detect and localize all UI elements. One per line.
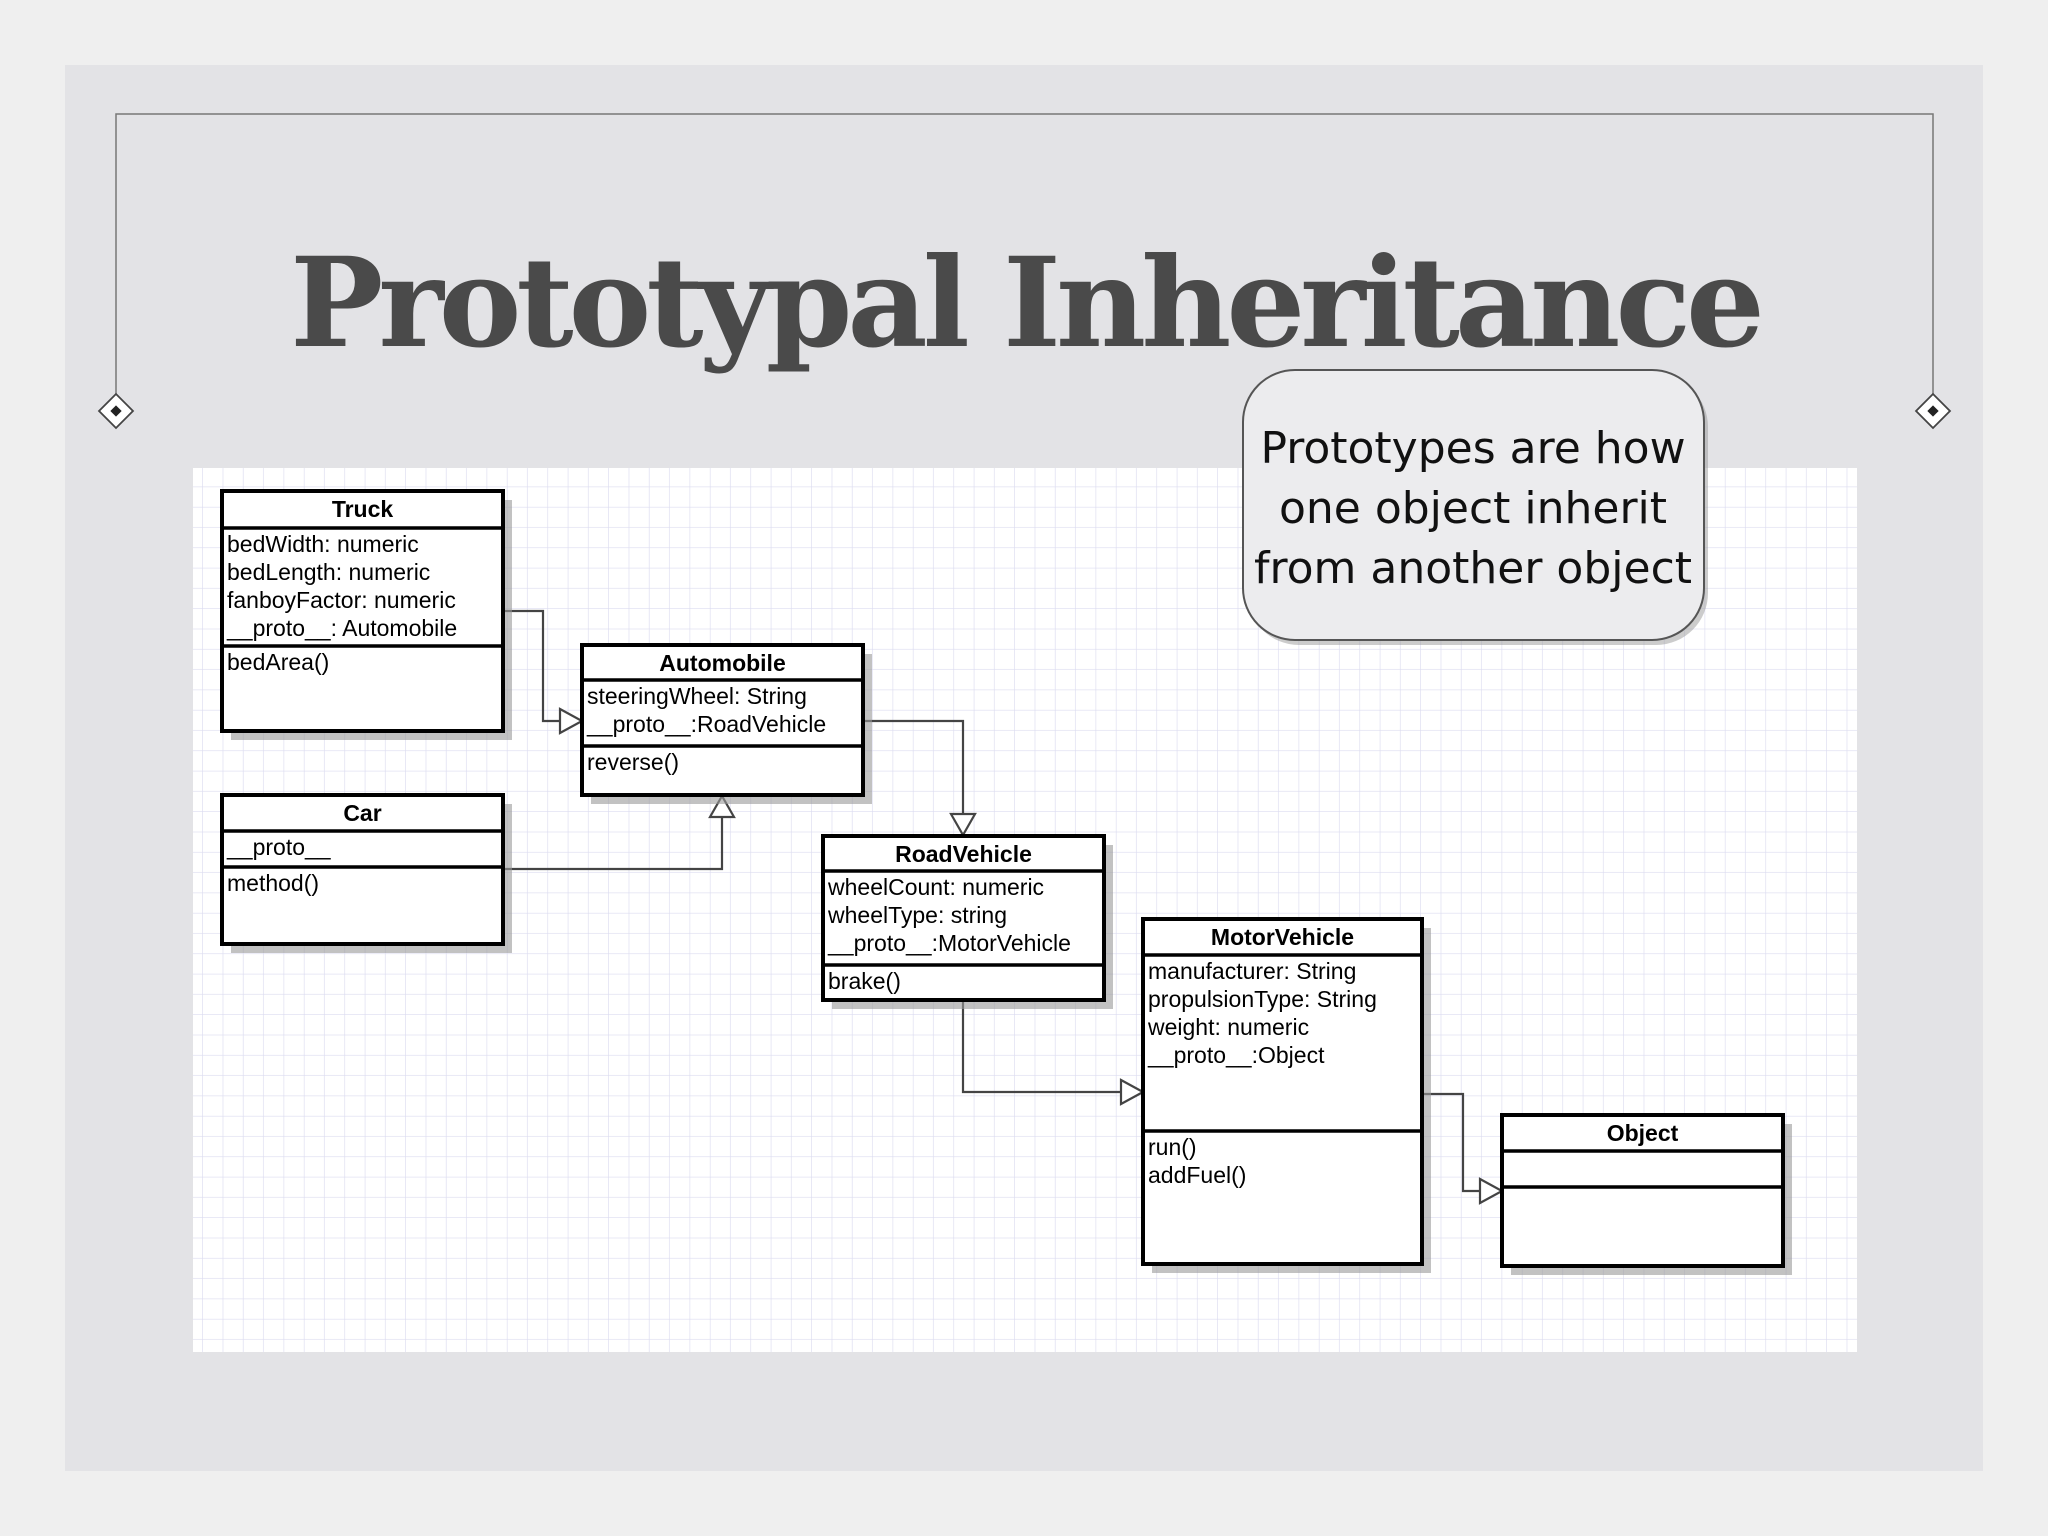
callout-line: Prototypes are how [1260,423,1685,474]
class-attribute: bedWidth: numeric [227,531,419,557]
class-box-car[interactable]: Car __proto__ method() [220,793,512,953]
class-attribute: __proto__:RoadVehicle [586,711,826,737]
diamond-ornament-left [97,392,135,430]
class-attribute: __proto__:Object [1147,1042,1325,1068]
class-method: bedArea() [227,649,329,675]
connector-roadvehicle-motorvehicle [961,1000,1121,1094]
class-method: brake() [828,968,901,994]
class-attribute: steeringWheel: String [587,683,807,709]
frame-line [115,113,1934,398]
connector-car-automobile [503,817,724,871]
connector-truck-automobile [503,609,560,723]
callout-line: one object inherit [1279,483,1667,534]
class-attribute: __proto__ [226,834,332,860]
arrowhead [708,793,736,819]
arrowhead [949,812,977,838]
class-attribute: wheelType: string [827,902,1007,928]
class-attribute: bedLength: numeric [227,559,430,585]
class-method: reverse() [587,749,679,775]
class-attribute: weight: numeric [1147,1014,1309,1040]
connector-motorvehicle-object [1422,1092,1480,1193]
class-name: Truck [332,496,394,522]
class-box-motorvehicle[interactable]: MotorVehicle manufacturer: Stringpropulsi… [1141,917,1431,1273]
class-method: addFuel() [1148,1162,1246,1188]
class-box-automobile[interactable]: Automobile steeringWheel: String__proto__… [580,643,872,804]
callout-line: from another object [1254,543,1692,594]
class-box-object[interactable]: Object [1500,1113,1792,1275]
class-method: method() [227,870,319,896]
class-attribute: fanboyFactor: numeric [227,587,456,613]
arrowhead [1478,1177,1505,1205]
class-attribute: manufacturer: String [1148,958,1356,984]
class-name: Automobile [659,650,786,676]
class-attribute: propulsionType: String [1148,986,1377,1012]
class-box-roadvehicle[interactable]: RoadVehicle wheelCount: numericwheelType:… [821,834,1113,1009]
class-name: MotorVehicle [1211,924,1354,950]
class-attribute: __proto__:MotorVehicle [827,930,1071,956]
connector-automobile-roadvehicle [863,719,965,814]
arrowhead [558,707,585,735]
class-method: run() [1148,1134,1197,1160]
class-attribute: wheelCount: numeric [827,874,1044,900]
class-name: Object [1607,1120,1679,1146]
arrowhead [1119,1078,1146,1106]
slide-title: Prototypal Inheritance [290,231,1760,376]
callout-bubble: Prototypes are how one object inherit fr… [1242,369,1708,645]
connectors [503,609,1505,1205]
class-attribute: __proto__: Automobile [226,615,457,641]
class-name: Car [343,800,381,826]
class-name: RoadVehicle [895,841,1032,867]
diamond-ornament-right [1914,392,1952,430]
